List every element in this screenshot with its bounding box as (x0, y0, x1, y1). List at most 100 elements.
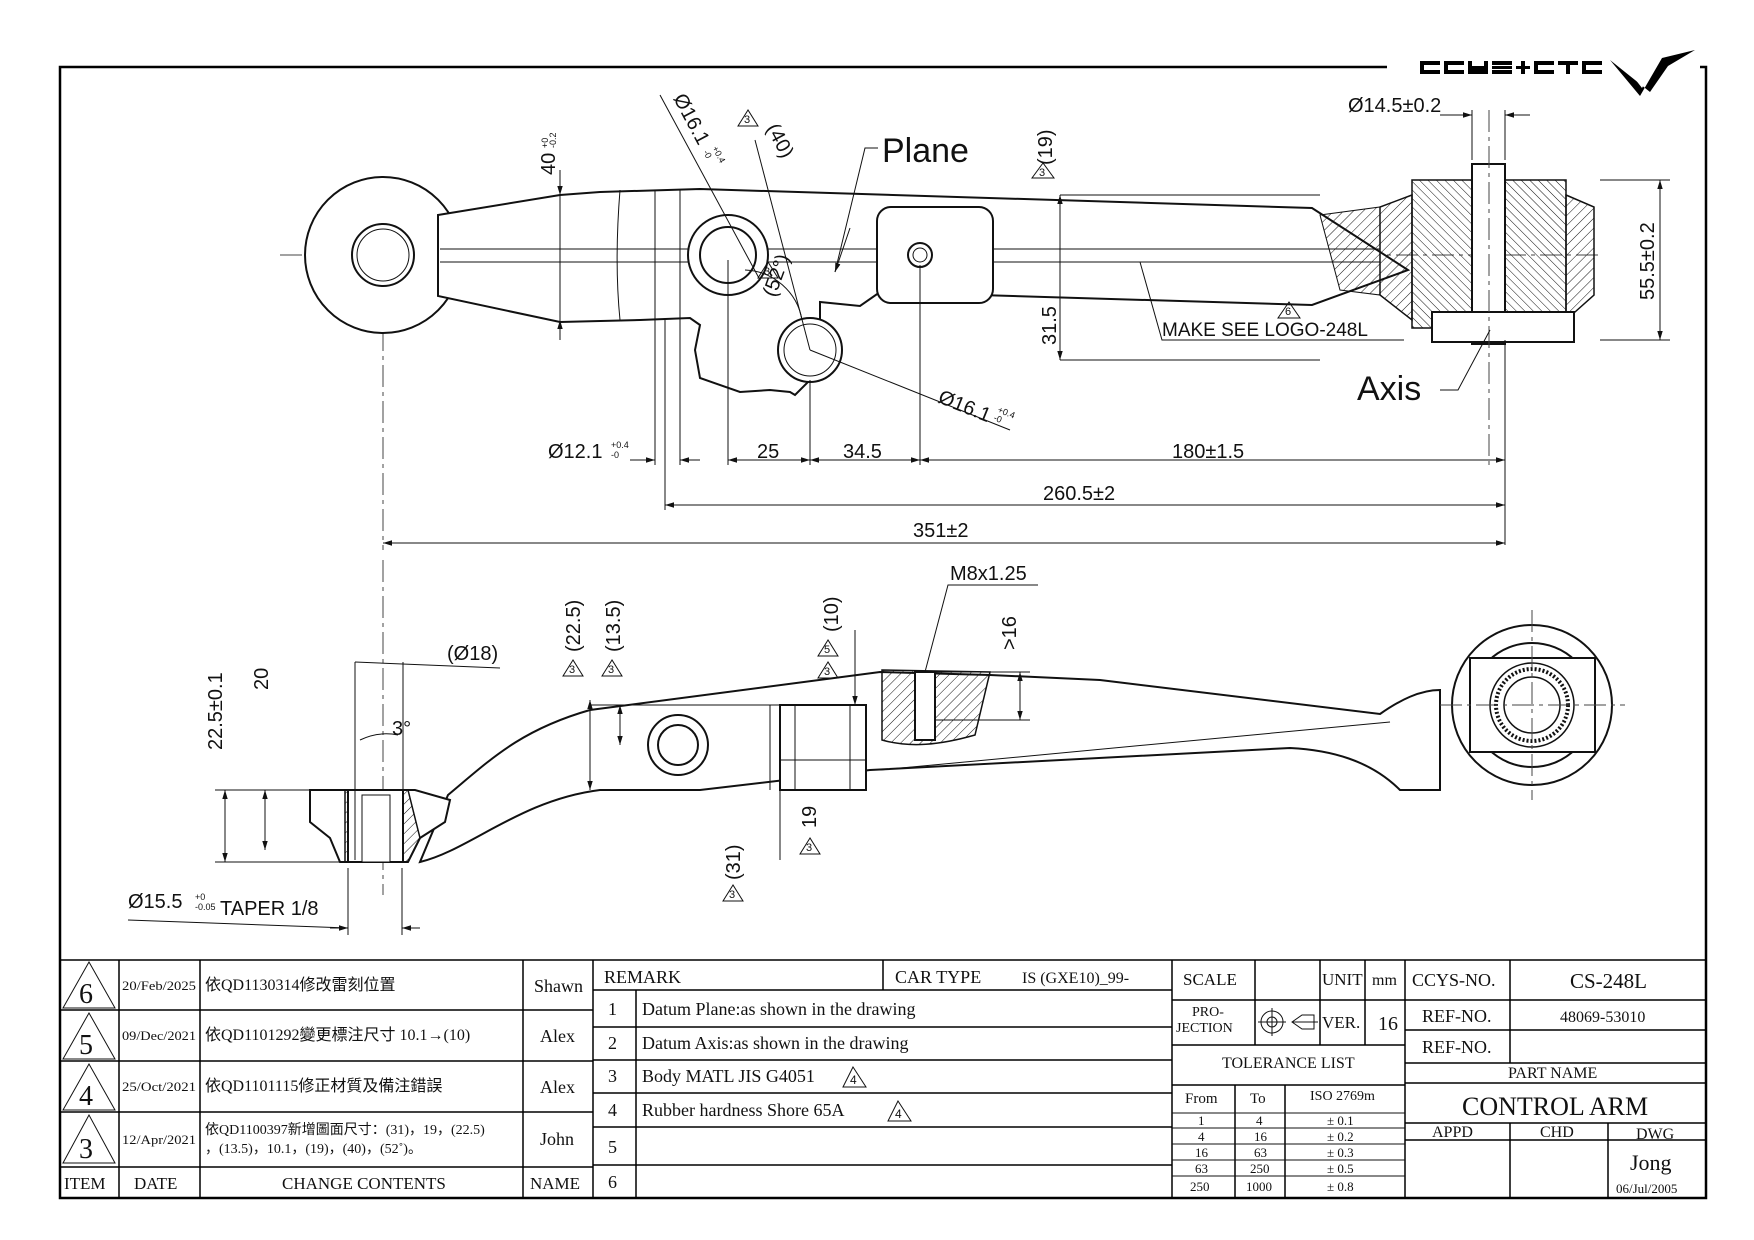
part-name-label: PART NAME (1508, 1065, 1597, 1082)
revision-triangles (62, 960, 116, 1164)
dim-d16-thread: >16 (999, 616, 1021, 650)
dim-d180: 180±1.5 (1172, 441, 1244, 463)
svg-text:25/Oct/2021: 25/Oct/2021 (122, 1079, 196, 1094)
side-view: M8x1.25 >16 (10) 5 3 (22.5) 3 (13.5) 3 (… (127, 563, 1625, 935)
dim-d25: 25 (757, 441, 779, 463)
svg-text:依QD1100397新增圖面尺寸：(31)，19，(22.5: 依QD1100397新增圖面尺寸：(31)，19，(22.5) (205, 1122, 485, 1138)
car-type-label: CAR TYPE (895, 967, 981, 987)
svg-text:3: 3 (608, 1066, 617, 1086)
svg-text:250: 250 (1190, 1179, 1210, 1194)
dim-d31: (31) (723, 844, 745, 880)
rev-header-item: ITEM (64, 1174, 106, 1193)
dim-d351: 351±2 (913, 520, 968, 542)
svg-text:From: From (1185, 1091, 1218, 1107)
taper-label: TAPER 1/8 (220, 898, 319, 920)
svg-text:-0.05: -0.05 (195, 902, 216, 912)
svg-text:4: 4 (1198, 1129, 1205, 1144)
svg-text:1000: 1000 (1246, 1179, 1272, 1194)
axis-label: Axis (1357, 370, 1421, 408)
rev-item-5: 5 (79, 1030, 93, 1061)
svg-text:4: 4 (608, 1100, 617, 1120)
svg-text:To: To (1250, 1091, 1266, 1107)
dim-d155: Ø15.5 (128, 891, 182, 913)
tolerance-title: TOLERANCE LIST (1222, 1055, 1355, 1072)
svg-text:3: 3 (1039, 167, 1045, 179)
scale-block: SCALE UNIT mm PRO- JECTION VER. 16 TOLER… (1176, 970, 1398, 1194)
svg-text:+0: +0 (195, 892, 205, 902)
remarks-table: REMARK CAR TYPE IS (GXE10)_99- 1 Datum P… (604, 967, 1129, 1192)
dwg-label: DWG (1636, 1126, 1675, 1143)
unit-label: UNIT (1322, 970, 1363, 989)
svg-text:250: 250 (1250, 1161, 1270, 1176)
ver-label: VER. (1322, 1013, 1360, 1032)
ccys-no: CS-248L (1570, 969, 1647, 993)
svg-text:依QD1101292變更標注尺寸 10.1→(10): 依QD1101292變更標注尺寸 10.1→(10) (205, 1026, 470, 1044)
appd-label: APPD (1432, 1124, 1473, 1141)
svg-text:+0: +0 (540, 138, 550, 148)
svg-text:± 0.2: ± 0.2 (1327, 1129, 1354, 1144)
svg-text:3: 3 (824, 666, 830, 678)
svg-text:依QD1101115修正材質及備注錯誤: 依QD1101115修正材質及備注錯誤 (205, 1077, 442, 1095)
svg-text:3: 3 (764, 266, 770, 278)
remark-3: Body MATL JIS G4051 (642, 1066, 815, 1086)
dim-d19-top: (19) (1035, 129, 1057, 165)
svg-text:3: 3 (806, 842, 812, 854)
dim-d40-h: 40 (538, 153, 560, 175)
dim-d135: (13.5) (603, 600, 625, 652)
rev-name: Shawn (534, 976, 583, 996)
dim-d18: (Ø18) (447, 643, 498, 665)
svg-text:+0.4: +0.4 (611, 440, 629, 450)
dim-d10: (10) (821, 596, 843, 632)
rev-header-contents: CHANGE CONTENTS (282, 1174, 446, 1193)
svg-text:4: 4 (895, 1107, 902, 1121)
ccys-no-label: CCYS-NO. (1412, 970, 1496, 990)
dim-d225p: (22.5) (563, 600, 585, 652)
dim-m8: M8x1.25 (950, 563, 1027, 585)
ref-no-label: REF-NO. (1422, 1006, 1492, 1026)
svg-text:± 0.1: ± 0.1 (1327, 1113, 1354, 1128)
car-type-value: IS (GXE10)_99- (1022, 970, 1129, 987)
dim-d40: (40) (762, 120, 798, 162)
svg-text:Alex: Alex (540, 1077, 575, 1097)
ver-value: 16 (1378, 1013, 1398, 1035)
make-logo-label: MAKE SEE LOGO-248L (1162, 320, 1368, 341)
title-block: CCYS-NO. CS-248L REF-NO. 48069-53010 REF… (1412, 969, 1677, 1196)
dim-d145: Ø14.5±0.2 (1348, 95, 1441, 117)
rev-item-3: 3 (79, 1134, 93, 1165)
title-block-grid (60, 959, 1706, 1198)
dim-d555: 55.5±0.2 (1637, 222, 1659, 300)
sheet-border (58, 65, 1708, 1200)
dim-d16-upper: Ø16.1 (669, 90, 714, 148)
svg-text:± 0.5: ± 0.5 (1327, 1161, 1354, 1176)
svg-text:63: 63 (1254, 1145, 1267, 1160)
svg-text:Alex: Alex (540, 1026, 575, 1046)
svg-text:5: 5 (824, 644, 830, 656)
svg-text:-0: -0 (992, 413, 1003, 425)
rev-item-4: 4 (79, 1081, 93, 1112)
rev-item-6: 6 (79, 979, 93, 1010)
svg-text:ISO 2769m: ISO 2769m (1310, 1089, 1375, 1104)
svg-text:PRO-: PRO- (1192, 1005, 1224, 1020)
dim-d315: 31.5 (1039, 306, 1061, 345)
svg-text:-0: -0 (701, 148, 714, 160)
mount-pad (876, 206, 994, 304)
dim-d345: 34.5 (843, 441, 882, 463)
dim-d3deg: 3° (392, 718, 411, 740)
svg-text:09/Dec/2021: 09/Dec/2021 (122, 1028, 196, 1043)
remark-4: Rubber hardness Shore 65A (642, 1100, 844, 1120)
company-logo (1418, 50, 1695, 96)
svg-text:JECTION: JECTION (1176, 1021, 1233, 1036)
svg-text:3: 3 (729, 889, 735, 901)
projection-symbol-icon (1258, 1008, 1318, 1036)
svg-text:4: 4 (850, 1073, 857, 1087)
dwg-name: Jong (1630, 1150, 1672, 1175)
svg-text:6: 6 (608, 1172, 617, 1192)
svg-text:4: 4 (1256, 1113, 1263, 1128)
svg-text:5: 5 (608, 1137, 617, 1157)
dim-d19-side: 19 (799, 806, 821, 828)
svg-text:-0.2: -0.2 (548, 132, 558, 148)
svg-text:6: 6 (1285, 306, 1291, 318)
svg-text:1: 1 (1198, 1113, 1205, 1128)
rev-header-name: NAME (530, 1174, 580, 1193)
rev-contents: 依QD1130314修改雷刻位置 (205, 976, 396, 994)
